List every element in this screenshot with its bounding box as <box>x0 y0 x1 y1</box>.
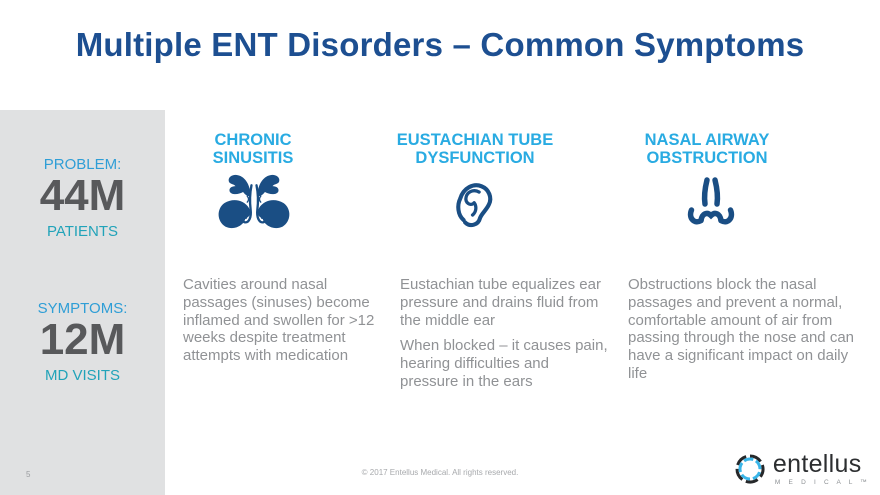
page-number: 5 <box>26 470 31 479</box>
stat-problem-label: PROBLEM: <box>43 156 122 173</box>
entellus-logo-subtitle: M E D I C A L ™ <box>774 479 870 486</box>
ear-icon <box>456 183 493 228</box>
stat-symptoms-value: 12M <box>39 315 126 364</box>
entellus-logo-name: entellus <box>772 450 862 478</box>
stat-problem: PROBLEM: 44M PATIENTS <box>0 156 165 240</box>
column-body-nasal-airway: Obstructions block the nasal passages an… <box>628 276 860 391</box>
body-paragraph: Eustachian tube equalizes ear pressure a… <box>400 276 601 329</box>
column-header-line: EUSTACHIAN TUBE <box>396 131 554 149</box>
column-header-nasal-airway: NASAL AIRWAY OBSTRUCTION <box>597 131 817 168</box>
copyright-notice: © 2017 Entellus Medical. All rights rese… <box>361 468 519 477</box>
column-header-line: SINUSITIS <box>212 149 294 168</box>
body-paragraph: When blocked – it causes pain, hearing d… <box>400 337 608 390</box>
slide-title: Multiple ENT Disorders – Common Symptoms <box>75 26 805 63</box>
column-header-line: CHRONIC <box>214 131 292 149</box>
nose-icon <box>687 177 735 225</box>
column-header-line: OBSTRUCTION <box>646 149 768 168</box>
column-header-eustachian-tube: EUSTACHIAN TUBE DYSFUNCTION <box>365 131 585 168</box>
stat-problem-value: 44M <box>39 171 126 220</box>
stat-problem-sublabel: PATIENTS <box>46 222 119 240</box>
entellus-logo: entellus M E D I C A L ™ <box>733 452 870 486</box>
body-paragraph: Cavities around nasal passages (sinuses)… <box>183 276 375 365</box>
stat-symptoms: SYMPTOMS: 12M MD VISITS <box>0 300 165 384</box>
column-header-chronic-sinusitis: CHRONIC SINUSITIS <box>143 131 363 168</box>
stats-sidebar: PROBLEM: 44M PATIENTS SYMPTOMS: 12M MD V… <box>0 110 165 495</box>
column-body-eustachian-tube: Eustachian tube equalizes ear pressure a… <box>400 276 608 399</box>
column-header-line: NASAL AIRWAY <box>644 131 770 149</box>
entellus-logo-text: entellus M E D I C A L ™ <box>772 450 870 487</box>
stat-symptoms-sublabel: MD VISITS <box>44 366 120 384</box>
entellus-logo-swirl-icon <box>735 454 765 484</box>
body-paragraph: Obstructions block the nasal passages an… <box>628 276 855 382</box>
stat-symptoms-label: SYMPTOMS: <box>37 300 128 317</box>
column-header-line: DYSFUNCTION <box>415 149 535 168</box>
column-body-chronic-sinusitis: Cavities around nasal passages (sinuses)… <box>183 276 385 373</box>
sinus-icon <box>218 173 291 230</box>
